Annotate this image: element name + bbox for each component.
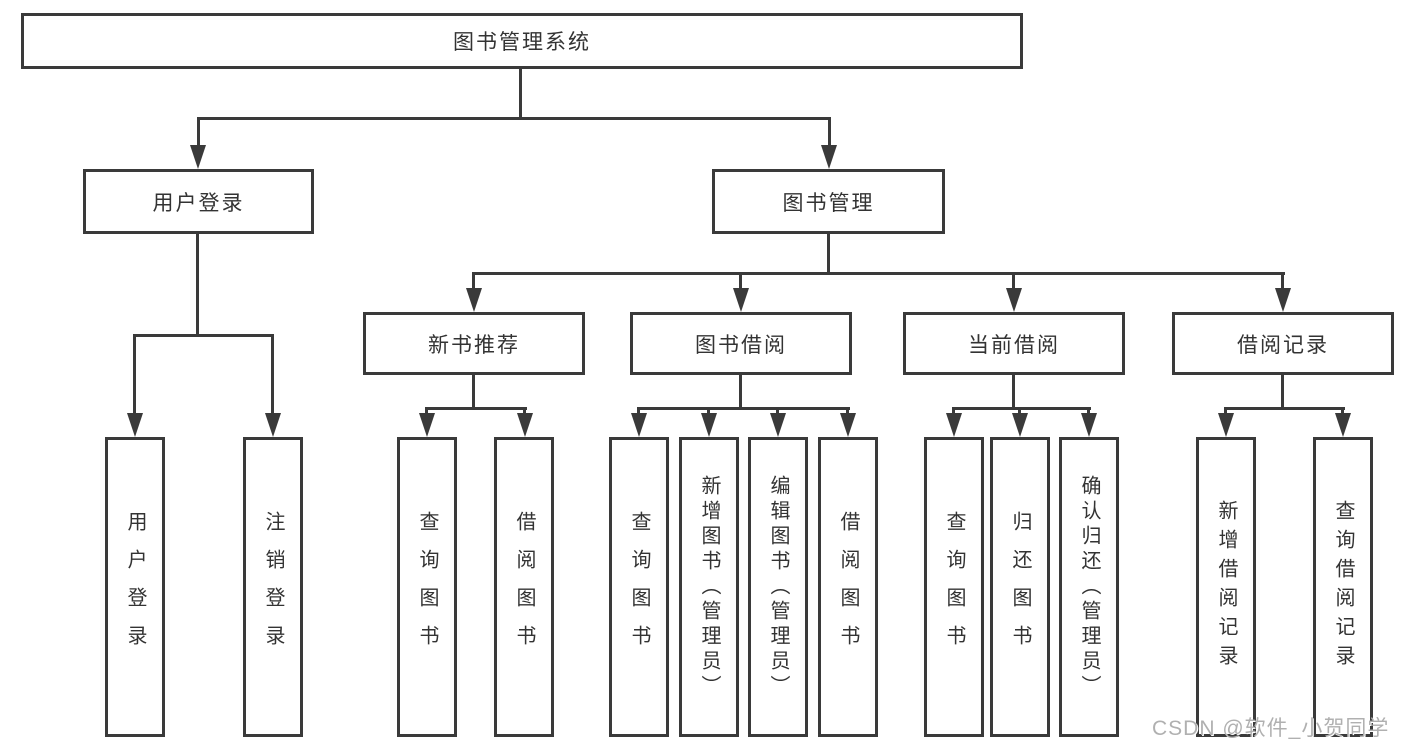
node-borrow-records: 借阅记录 xyxy=(1172,312,1394,375)
connector-user-login-feed xyxy=(196,233,199,336)
connector-stub xyxy=(133,334,136,416)
arrowhead-down xyxy=(631,413,647,437)
connector-stub xyxy=(425,407,428,417)
leaf-label: 确认归还（管理员） xyxy=(1078,474,1100,700)
leaf-return-books: 归还图书 xyxy=(990,437,1050,737)
leaf-query-borrow-record: 查询借阅记录 xyxy=(1313,437,1373,737)
arrowhead-down xyxy=(770,413,786,437)
connector-stub xyxy=(197,117,200,149)
connector-stub xyxy=(1281,272,1284,292)
connector-stub xyxy=(271,334,274,416)
node-label: 图书管理系统 xyxy=(453,31,591,54)
connector-stub xyxy=(1018,407,1021,417)
connector-feed xyxy=(1281,375,1284,410)
leaf-query-books-borrow: 查询图书 xyxy=(609,437,669,737)
leaf-borrow-books: 借阅图书 xyxy=(818,437,878,737)
node-current-borrow: 当前借阅 xyxy=(903,312,1125,375)
arrowhead-down xyxy=(517,413,533,437)
arrowhead-down xyxy=(840,413,856,437)
connector-stub xyxy=(1087,407,1090,417)
connector-level3-rail xyxy=(472,272,1285,275)
connector-stub xyxy=(523,407,526,417)
leaf-user-login: 用户登录 xyxy=(105,437,165,737)
node-label: 用户登录 xyxy=(152,191,245,215)
csdn-watermark: CSDN @软件_小贺同学 xyxy=(1152,717,1390,740)
leaf-label: 借阅图书 xyxy=(513,511,535,663)
arrowhead-down xyxy=(190,145,206,169)
arrowhead-down xyxy=(701,413,717,437)
connector-stub xyxy=(952,407,955,417)
leaf-add-borrow-record: 新增借阅记录 xyxy=(1196,437,1256,737)
arrowhead-down xyxy=(127,413,143,437)
connector-stub xyxy=(846,407,849,417)
node-book-borrow: 图书借阅 xyxy=(630,312,852,375)
arrowhead-down xyxy=(1081,413,1097,437)
arrowhead-down xyxy=(821,145,837,169)
connector-feed xyxy=(1012,375,1015,410)
node-label: 新书推荐 xyxy=(428,333,520,357)
connector-leaf-rail xyxy=(952,407,1091,410)
leaf-label: 注销登录 xyxy=(262,511,284,663)
leaf-edit-book-admin: 编辑图书（管理员） xyxy=(748,437,808,737)
connector-level2-rail xyxy=(197,117,831,120)
leaf-add-book-admin: 新增图书（管理员） xyxy=(679,437,739,737)
leaf-label: 归还图书 xyxy=(1009,511,1031,663)
leaf-confirm-return-admin: 确认归还（管理员） xyxy=(1059,437,1119,737)
arrowhead-down xyxy=(1218,413,1234,437)
arrowhead-down xyxy=(1006,288,1022,312)
node-book-management: 图书管理 xyxy=(712,169,945,234)
leaf-label: 查询图书 xyxy=(628,511,650,663)
node-label: 图书管理 xyxy=(782,191,875,215)
connector-stub xyxy=(776,407,779,417)
arrowhead-down xyxy=(1335,413,1351,437)
leaf-label: 新增借阅记录 xyxy=(1215,500,1237,674)
leaf-logout: 注销登录 xyxy=(243,437,303,737)
leaf-query-books-recommend: 查询图书 xyxy=(397,437,457,737)
node-label: 当前借阅 xyxy=(968,333,1060,357)
connector-stub xyxy=(472,272,475,292)
arrowhead-down xyxy=(733,288,749,312)
connector-leaf-rail xyxy=(637,407,850,410)
arrowhead-down xyxy=(1275,288,1291,312)
leaf-query-books-current: 查询图书 xyxy=(924,437,984,737)
arrowhead-down xyxy=(419,413,435,437)
node-label: 图书借阅 xyxy=(695,333,787,357)
connector-stub xyxy=(637,407,640,417)
connector-user-login-rail xyxy=(133,334,274,337)
node-label: 借阅记录 xyxy=(1237,333,1329,357)
leaf-label: 查询借阅记录 xyxy=(1332,500,1354,674)
arrowhead-down xyxy=(1012,413,1028,437)
leaf-label: 新增图书（管理员） xyxy=(698,474,720,700)
connector-stub xyxy=(707,407,710,417)
leaf-label: 查询图书 xyxy=(943,511,965,663)
node-new-book-recommend: 新书推荐 xyxy=(363,312,585,375)
arrowhead-down xyxy=(265,413,281,437)
node-library-management-system: 图书管理系统 xyxy=(21,13,1023,69)
arrowhead-down xyxy=(466,288,482,312)
connector-feed xyxy=(472,375,475,410)
connector-leaf-rail xyxy=(425,407,527,410)
leaf-label: 用户登录 xyxy=(124,511,146,663)
leaf-label: 查询图书 xyxy=(416,511,438,663)
connector-book-mgmt-feed xyxy=(827,233,830,275)
leaf-borrow-books-recommend: 借阅图书 xyxy=(494,437,554,737)
connector-stub xyxy=(1224,407,1227,417)
connector-stub xyxy=(739,272,742,292)
node-user-login: 用户登录 xyxy=(83,169,314,234)
connector-stub xyxy=(1012,272,1015,292)
connector-stub xyxy=(828,117,831,149)
arrowhead-down xyxy=(946,413,962,437)
leaf-label: 编辑图书（管理员） xyxy=(767,474,789,700)
connector-feed xyxy=(739,375,742,410)
connector-root-feed xyxy=(519,68,522,118)
leaf-label: 借阅图书 xyxy=(837,511,859,663)
connector-leaf-rail xyxy=(1224,407,1345,410)
connector-stub xyxy=(1341,407,1344,417)
